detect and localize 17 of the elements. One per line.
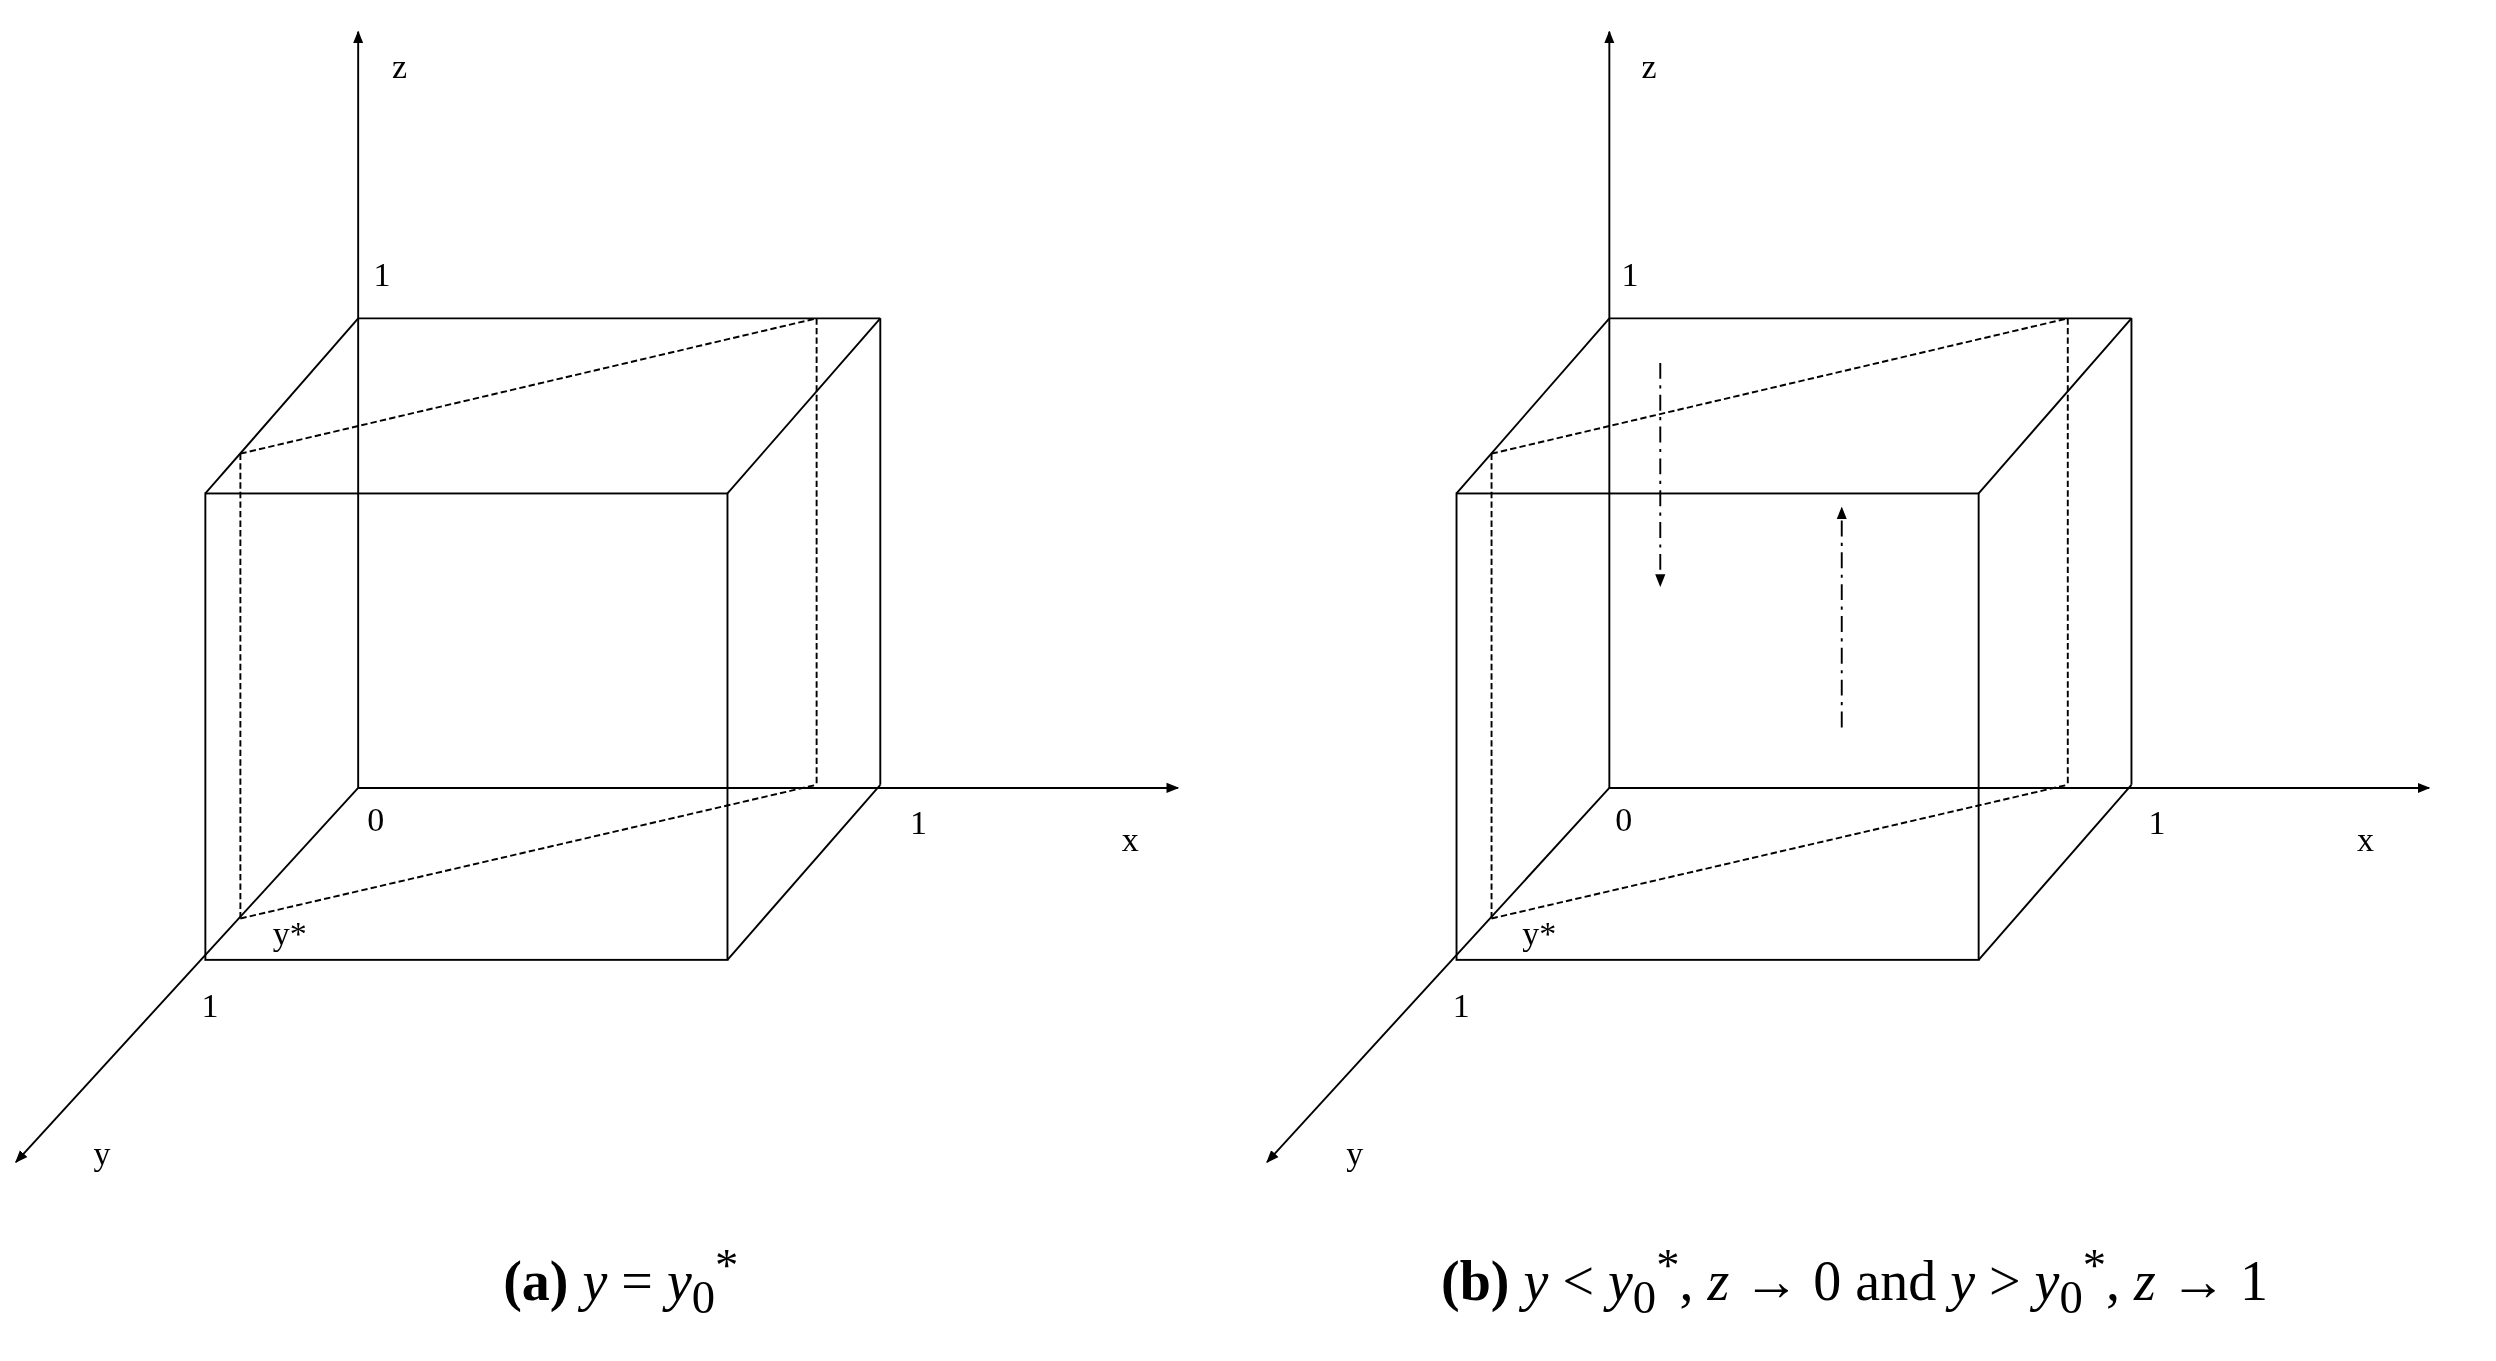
tick-label: 1: [910, 805, 927, 840]
tick-label: y*: [272, 917, 307, 952]
axis-label: y: [1346, 1137, 1364, 1172]
tick-label: y*: [1522, 917, 1557, 952]
axis-label: x: [1121, 823, 1139, 858]
axis-label: z: [392, 49, 408, 84]
axis-label: x: [2356, 823, 2374, 858]
tick-label: 1: [373, 258, 391, 293]
tick-label: 1: [1452, 989, 1470, 1024]
tick-label: 0: [1615, 802, 1633, 837]
tick-label: 1: [1621, 258, 1639, 293]
axis-label: z: [1641, 49, 1657, 84]
tick-label: 1: [201, 989, 219, 1024]
tick-label: 0: [367, 802, 385, 837]
tick-label: 1: [2148, 805, 2166, 840]
caption: (b) y < y$_{0}$$^{*}$, z → 0 and y > y$_{0}$$^{*}$, z → 1: [1441, 1242, 2268, 1321]
axis-label: y: [93, 1137, 111, 1172]
